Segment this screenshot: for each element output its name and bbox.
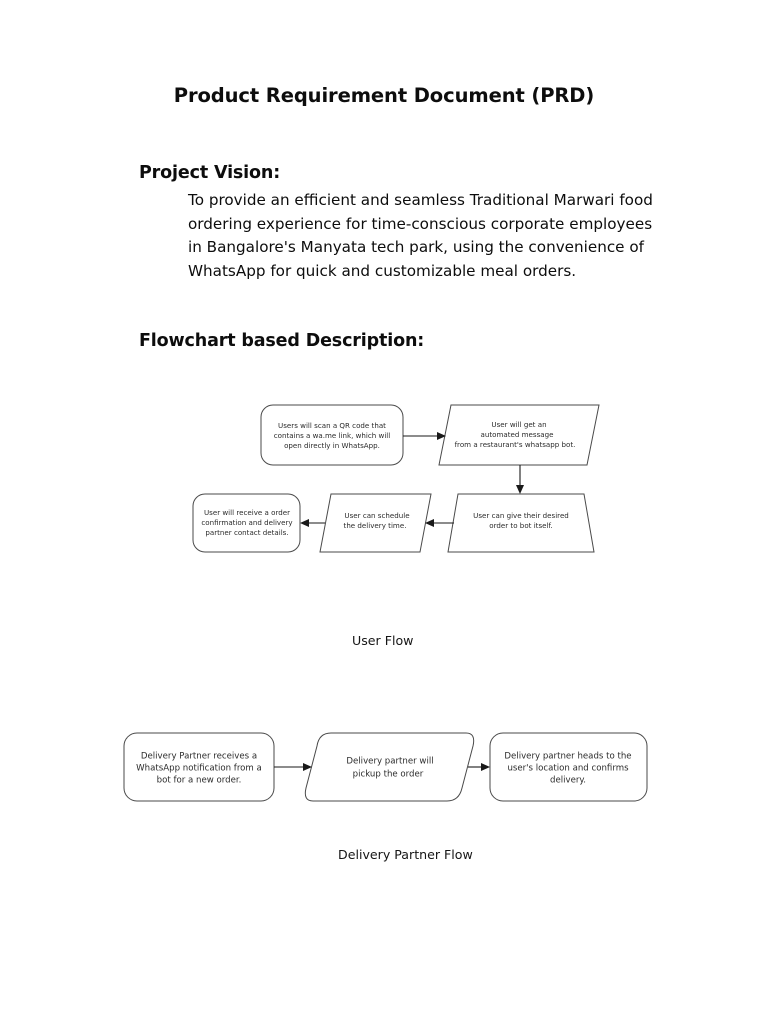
flow-node-u5-line2: confirmation and delivery — [201, 518, 292, 527]
flow-node-d3-line3: delivery. — [550, 776, 586, 786]
flow-node-d1-line1: Delivery Partner receives a — [141, 752, 257, 762]
flow-node-d3-line1: Delivery partner heads to the — [504, 752, 631, 762]
flow-node-u2-line3: from a restaurant's whatsapp bot. — [455, 440, 576, 449]
user-flow-caption: User Flow — [352, 633, 414, 648]
flow-node-d1: Delivery Partner receives a WhatsApp not… — [123, 732, 275, 802]
flow-node-u1-line1: Users will scan a QR code that — [278, 421, 386, 430]
flow-node-u4-line1: User can schedule — [344, 511, 409, 520]
project-vision-body: To provide an efficient and seamless Tra… — [188, 191, 653, 280]
project-vision-heading: Project Vision: — [139, 163, 281, 183]
flow-node-d1-line3: bot for a new order. — [157, 776, 242, 786]
flow-node-u5-line3: partner contact details. — [205, 528, 288, 537]
flow-node-u2-line2: automated message — [480, 430, 553, 439]
flow-node-u1-line3: open directly in WhatsApp. — [284, 441, 380, 450]
flow-node-u3: User can give their desired order to bot… — [447, 493, 595, 553]
flow-edge-u1-u2 — [403, 432, 446, 440]
flow-node-u3-line1: User can give their desired — [473, 511, 569, 520]
page-title: Product Requirement Document (PRD) — [173, 84, 595, 107]
flow-edge-u2-u3 — [516, 465, 524, 494]
flowchart-description-heading: Flowchart based Description: — [139, 331, 425, 351]
flow-node-u4-line2: the delivery time. — [344, 521, 407, 530]
flow-node-d2-line2: pickup the order — [353, 770, 424, 780]
flow-node-u5: User will receive a order confirmation a… — [192, 493, 301, 553]
flow-node-d2: Delivery partner will pickup the order — [304, 732, 475, 802]
flow-edge-d1-d2 — [274, 763, 312, 771]
flow-node-d1-line2: WhatsApp notification from a — [136, 764, 262, 774]
delivery-partner-flow-diagram: Delivery Partner receives a WhatsApp not… — [123, 732, 648, 802]
flow-node-d3: Delivery partner heads to the user's loc… — [489, 732, 648, 802]
flow-edge-u3-u4 — [425, 519, 454, 527]
flow-node-d3-line2: user's location and confirms — [507, 764, 629, 774]
delivery-partner-flow-caption: Delivery Partner Flow — [338, 847, 473, 862]
flow-node-u4: User can schedule the delivery time. — [319, 493, 432, 553]
flow-edge-u4-u5 — [300, 519, 325, 527]
flow-node-u2-line1: User will get an — [491, 420, 546, 429]
flow-node-u2: User will get an automated message from … — [438, 404, 600, 466]
flow-node-u3-line2: order to bot itself. — [489, 521, 552, 530]
user-flow-diagram: Users will scan a QR code that contains … — [192, 404, 600, 553]
flow-node-u1: Users will scan a QR code that contains … — [260, 404, 404, 466]
flow-node-u5-line1: User will receive a order — [204, 508, 290, 517]
flow-node-d2-line1: Delivery partner will — [346, 757, 433, 767]
flow-node-u1-line2: contains a wa.me link, which will — [274, 431, 391, 440]
flow-edge-d2-d3 — [468, 763, 490, 771]
